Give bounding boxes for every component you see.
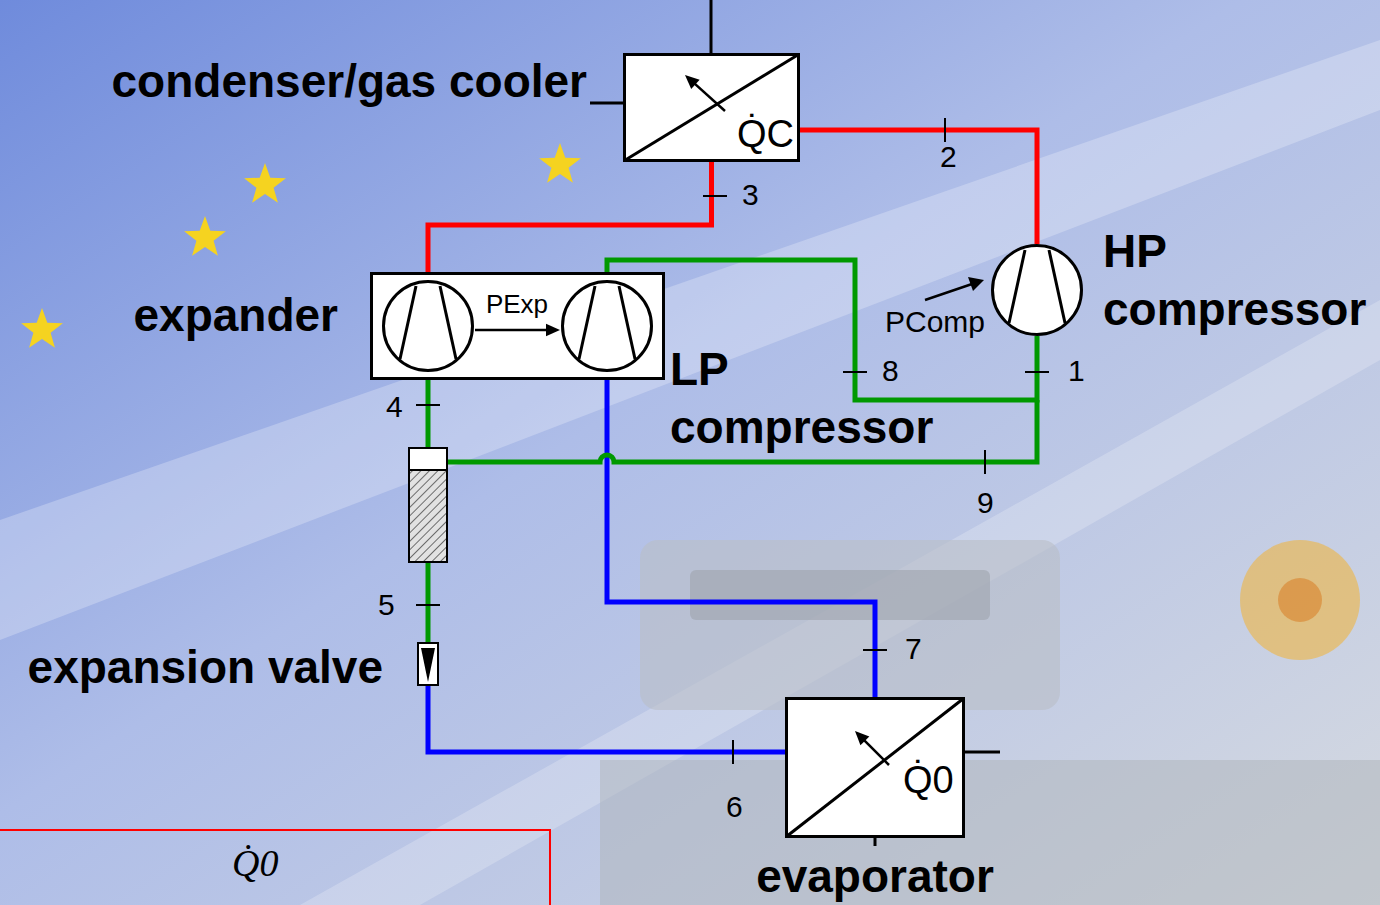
machine-line [400, 286, 416, 359]
machine-line [1049, 250, 1065, 323]
comp-outline [991, 244, 1083, 336]
power-symbol: PComp [885, 305, 985, 340]
component-name: expansion valve [28, 641, 383, 694]
arrowhead [546, 324, 560, 337]
box-outline [372, 274, 664, 379]
machine-circle [563, 282, 652, 371]
expander-symbol: expander [382, 280, 474, 372]
machine-circle [384, 282, 473, 371]
expansion-valve-symbol: expansion valve [417, 642, 439, 686]
heat-flow-arrow [692, 82, 725, 111]
fluid-stub [874, 838, 877, 846]
machine-line [440, 286, 456, 359]
state-number: 4 [386, 390, 403, 425]
machine-line [619, 286, 635, 359]
power-symbol: PExp [486, 290, 548, 320]
power-arrowhead [968, 277, 984, 291]
formula-symbol: Q̇0 [232, 842, 278, 886]
flower [1240, 540, 1360, 660]
evaporator-box: Q̇0evaporator [785, 697, 965, 838]
state-tick [944, 118, 946, 142]
exchanger-diagonal [625, 55, 799, 161]
star [21, 308, 63, 348]
state-tick [984, 450, 986, 474]
box-outline [625, 55, 799, 161]
exchanger-diagonal [787, 699, 964, 837]
comp-outline [382, 280, 474, 372]
comp-outline [561, 280, 653, 372]
state-tick [732, 740, 734, 764]
heat-flow-symbol: Q̇0 [903, 759, 954, 803]
state-number: 1 [1068, 354, 1085, 389]
dashboard-panel [640, 540, 1060, 710]
star [539, 143, 581, 183]
ihx-header [409, 448, 447, 470]
component-name: LP compressor [670, 341, 955, 456]
power-arrow [475, 329, 550, 332]
radio-unit [690, 570, 990, 620]
formula-frame [0, 830, 550, 905]
heat-flow-symbol: Q̇C [737, 113, 794, 157]
machine-line [579, 286, 595, 359]
compressor-symbol: HP compressor [991, 244, 1083, 336]
star [244, 163, 286, 203]
heat-flow-arrow [862, 738, 889, 765]
arrowhead [685, 75, 700, 89]
box-outline [787, 699, 964, 837]
power-arrow [925, 284, 972, 300]
expander-housing: expander LP compressor PExp [370, 272, 665, 380]
fluid-stub [965, 751, 1000, 754]
state-number: 5 [378, 588, 395, 623]
state-tick [863, 649, 887, 651]
state-number: 9 [977, 486, 994, 521]
flower-center [1278, 578, 1322, 622]
ihx-hatching [409, 470, 447, 562]
machine-line [1009, 250, 1025, 323]
light-streak [300, 300, 1380, 905]
valve-body [418, 643, 438, 685]
component-name: evaporator [756, 850, 994, 903]
state-tick [703, 195, 727, 197]
component-name: expander [133, 289, 338, 342]
machine-circle [993, 246, 1082, 335]
state-tick [416, 404, 440, 406]
arrowhead [855, 731, 869, 745]
state-number: 7 [905, 632, 922, 667]
state-tick [416, 604, 440, 606]
state-tick [843, 371, 867, 373]
state-number: 8 [882, 354, 899, 389]
console [600, 760, 1380, 905]
state-number: 6 [726, 790, 743, 825]
internal-heat-exchanger [409, 470, 447, 562]
component-name: HP compressor [1103, 223, 1378, 338]
compressor-symbol: LP compressor [561, 280, 653, 372]
star [184, 216, 226, 256]
fluid-stub [590, 102, 623, 105]
pipe-connector [428, 686, 785, 752]
valve-triangle [421, 648, 435, 682]
pipe-connector [800, 130, 1037, 244]
state-number: 2 [940, 140, 957, 175]
state-tick [1025, 371, 1049, 373]
valve-outline [417, 642, 439, 686]
state-number: 3 [742, 178, 759, 213]
component-name: condenser/gas cooler [112, 55, 588, 108]
fluid-stub [710, 0, 713, 53]
gas-cooler-box: condenser/gas coolerQ̇C [623, 53, 800, 162]
